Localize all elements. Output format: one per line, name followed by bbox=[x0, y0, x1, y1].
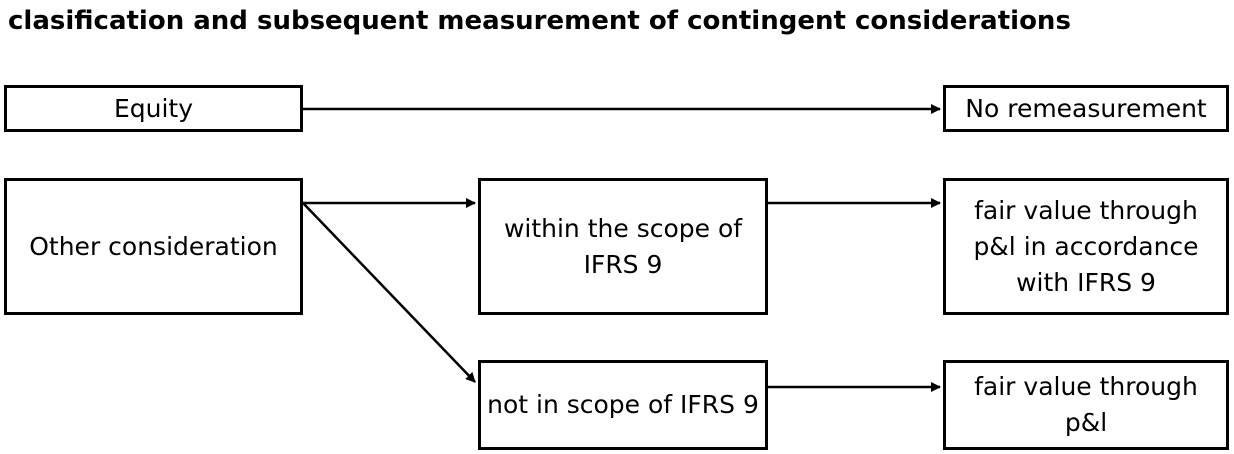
box-within-scope-ifrs9: within the scope of IFRS 9 bbox=[478, 178, 768, 315]
box-no-remeasurement: No remeasurement bbox=[943, 85, 1229, 132]
diagram-title: clasification and subsequent measurement… bbox=[8, 6, 1071, 36]
box-fair-value-pl: fair value through p&l bbox=[943, 360, 1229, 450]
arrow-other-to-not-in-scope bbox=[302, 202, 476, 383]
box-other-consideration: Other consideration bbox=[4, 178, 303, 315]
box-not-in-scope-ifrs9: not in scope of IFRS 9 bbox=[478, 360, 768, 450]
box-fair-value-pl-ifrs9: fair value through p&l in accordance wit… bbox=[943, 178, 1229, 315]
box-equity: Equity bbox=[4, 85, 303, 132]
